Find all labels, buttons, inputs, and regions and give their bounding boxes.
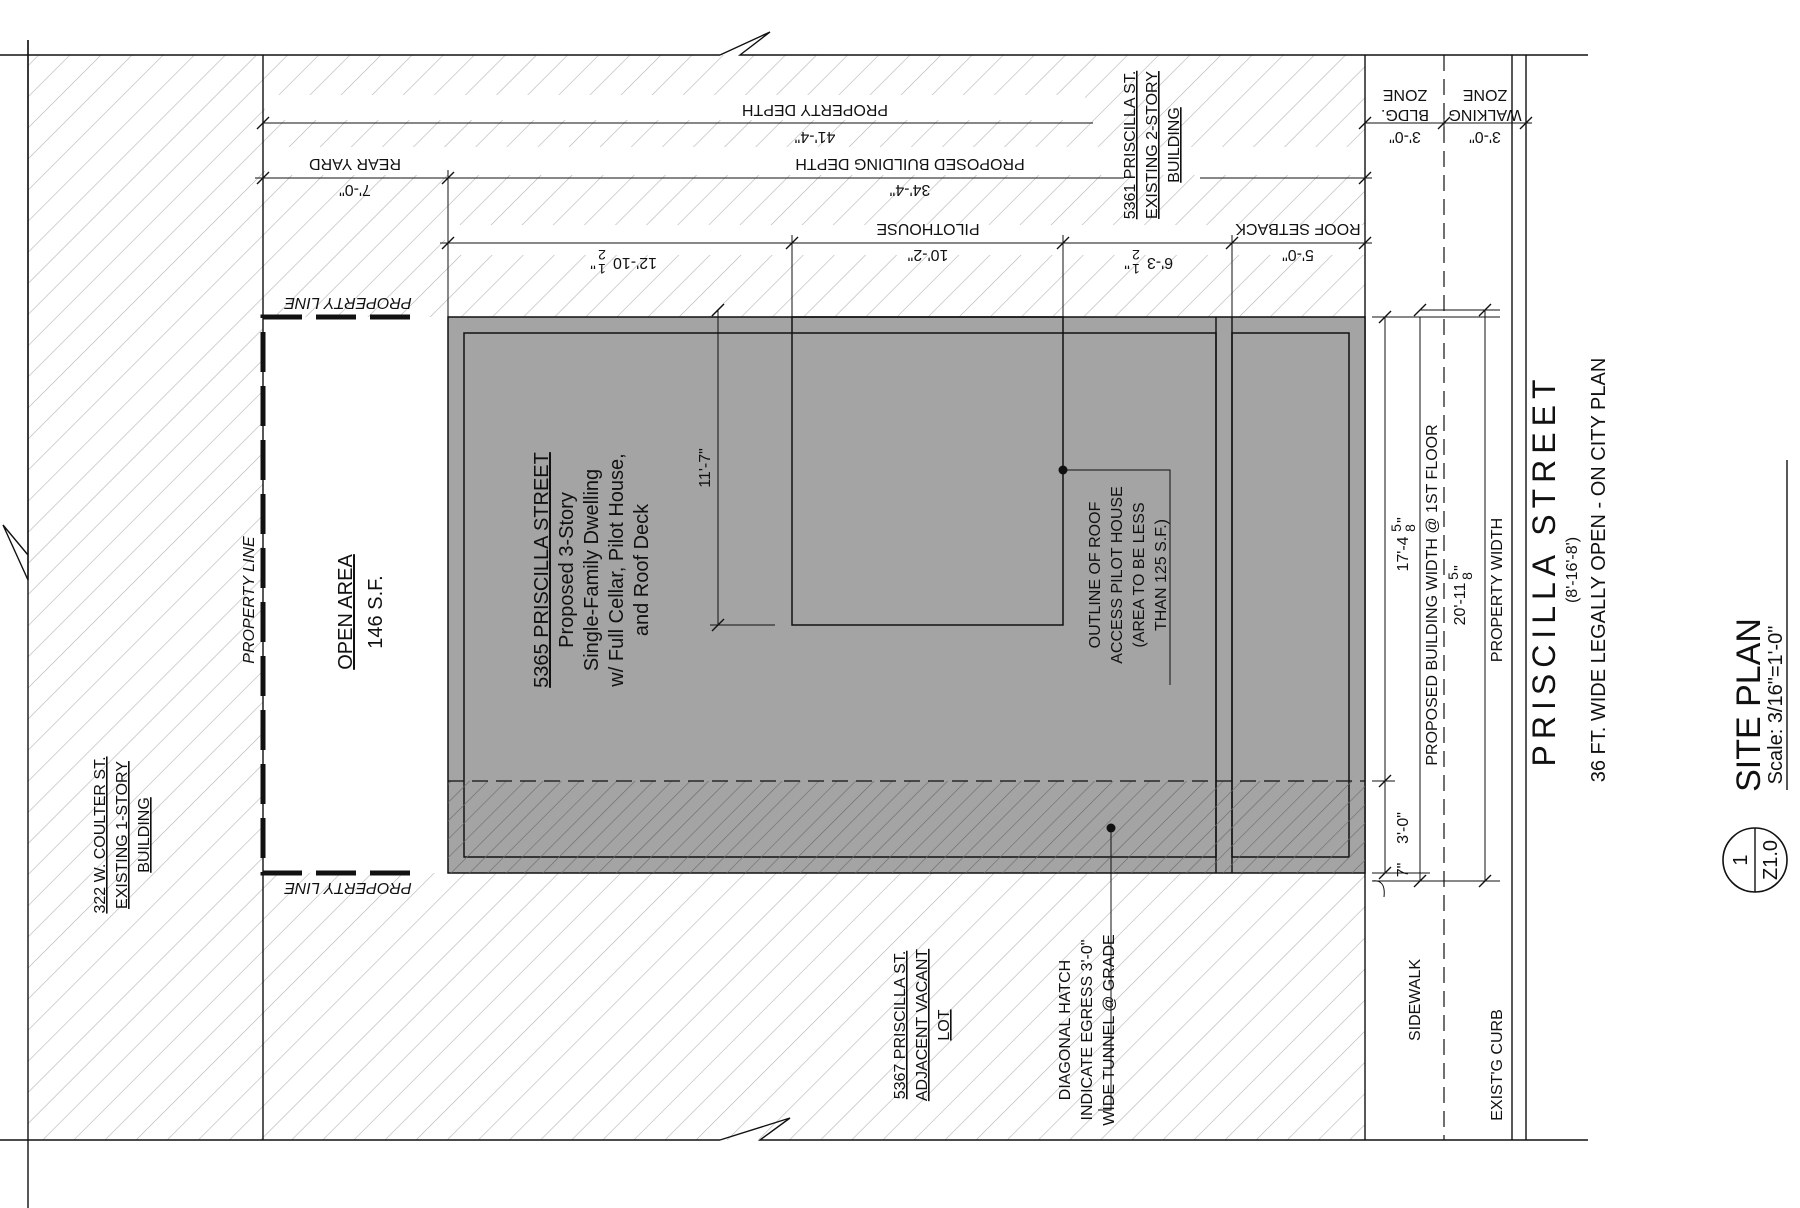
building-depth-value: 34'-4" (890, 181, 931, 198)
open-area: OPEN AREA 146 S.F. (335, 554, 387, 670)
building-width-frac-num: 5 (1388, 524, 1404, 532)
neighbor-top-1: 5361 PRISCILLA ST. (1122, 71, 1139, 220)
neighbor-top-2: EXISTING 2-STORY (1144, 71, 1161, 219)
right-dimension-labels: 17'-4 5 8 " PROPOSED BUILDING WIDTH @ 1S… (1388, 424, 1506, 1120)
property-depth-value: 41'-4" (795, 128, 836, 145)
dimension-lines-top (255, 100, 1533, 318)
open-area-label: OPEN AREA (335, 554, 357, 670)
rear-segment-frac-num: 1 (598, 261, 606, 277)
dimension-lines-right (710, 303, 1500, 898)
neighbor-bottom-2: ADJACENT VACANT (914, 949, 931, 1102)
walking-zone-line1: WALKING (1448, 106, 1521, 123)
building-width-dim: 17'-4 (1395, 536, 1412, 571)
neighbor-top: 5361 PRISCILLA ST. EXISTING 2-STORY BUIL… (1122, 71, 1183, 220)
pilot-note-1: OUTLINE OF ROOF (1087, 501, 1104, 648)
street-label: PRISCILLA STREET (8'-16'-8') 36 FT. WIDE… (1526, 358, 1610, 783)
egress-width-dim: 3'-0" (1395, 812, 1412, 844)
building-desc-3: w/ Full Cellar, Pilot House, (606, 453, 628, 687)
mid-segment-frac-den: 2 (1132, 247, 1140, 263)
building-address: 5365 PRISCILLA STREET (531, 452, 553, 688)
pilothouse-value: 10'-2" (908, 246, 949, 263)
roof-setback-label: ROOF SETBACK (1235, 220, 1361, 237)
pilot-note-4: THAN 125 S.F.) (1153, 519, 1170, 631)
dimension-strip-masks (265, 55, 1588, 1140)
top-dimension-labels: PROPERTY DEPTH 41'-4" PROPOSED BUILDING … (309, 86, 1522, 277)
property-width-unit: " (1452, 565, 1469, 571)
egress-note-1: DIAGONAL HATCH (1057, 960, 1074, 1100)
rear-segment-frac-den: 2 (598, 247, 606, 263)
building-desc-4: and Roof Deck (631, 503, 653, 636)
mid-segment-dim: 6'-3 (1147, 254, 1173, 271)
title-block: 1 Z1.0 SITE PLAN Scale: 3/16"=1'-0" (1722, 460, 1788, 893)
pilot-note-3: (AREA TO BE LESS (1131, 502, 1148, 647)
bldg-zone-line1: BLDG. (1381, 106, 1429, 123)
building-desc-2: Single-Family Dwelling (581, 469, 603, 671)
pilot-outline-note: OUTLINE OF ROOF ACCESS PILOT HOUSE (AREA… (1087, 486, 1170, 664)
leader-lines (1058, 465, 1171, 1111)
walking-zone-dim: 3'-0" (1469, 128, 1501, 145)
property-line-side: PROPERTY LINE (241, 536, 258, 664)
property-line-top: PROPERTY LINE (284, 294, 412, 311)
property-line-labels: PROPERTY LINE PROPERTY LINE PROPERTY LIN… (241, 294, 412, 896)
plan-scale: Scale: 3/16"=1'-0" (1765, 626, 1787, 785)
egress-tunnel-hatch (448, 781, 1365, 873)
pilothouse-label: PILOTHOUSE (876, 220, 979, 237)
rear-segment-dim: 12'-10 (613, 254, 657, 271)
street-note: 36 FT. WIDE LEGALLY OPEN - ON CITY PLAN (1588, 358, 1610, 783)
pilot-note-2: ACCESS PILOT HOUSE (1109, 486, 1126, 664)
property-width-label: PROPERTY WIDTH (1489, 518, 1506, 662)
street-name: PRISCILLA STREET (1526, 374, 1562, 767)
bldg-zone-line2: ZONE (1383, 86, 1427, 103)
egress-note-3: WIDE TUNNEL @ GRADE (1101, 934, 1118, 1125)
property-width-dim: 20'-11 (1452, 583, 1469, 626)
offset-dim: 7" (1395, 863, 1412, 878)
pilot-width-dim: 11'-7" (697, 448, 714, 488)
neighbor-rear: 322 W. COULTER ST. EXISTING 1-STORY BUIL… (92, 756, 153, 913)
plan-title: SITE PLAN (1730, 618, 1768, 792)
rear-yard-value: 7'-0" (339, 181, 371, 198)
bldg-zone-dim: 3'-0" (1389, 128, 1421, 145)
curb-label: EXIST'G CURB (1489, 1009, 1506, 1121)
rear-segment-unit: " (590, 254, 596, 271)
neighbor-bottom-1: 5367 PRISCILLA ST. (892, 951, 909, 1100)
building-description: 5365 PRISCILLA STREET Proposed 3-Story S… (531, 452, 653, 688)
building-width-unit: " (1395, 517, 1412, 523)
sheet-number: Z1.0 (1760, 840, 1782, 880)
neighbor-bottom-3: LOT (936, 1009, 953, 1040)
roof-setback-value: 5'-0" (1282, 246, 1314, 263)
neighbor-rear-3: BUILDING (136, 797, 153, 873)
building-footprint (447, 316, 1366, 874)
property-line-bottom: PROPERTY LINE (284, 879, 412, 896)
neighbor-rear-1: 322 W. COULTER ST. (92, 756, 109, 913)
open-area-boundary (260, 314, 410, 876)
mid-segment-unit: " (1124, 254, 1130, 271)
building-width-frac-den: 8 (1402, 524, 1418, 532)
property-width-frac-den: 8 (1459, 572, 1475, 580)
building-width-label: PROPOSED BUILDING WIDTH @ 1ST FLOOR (1424, 424, 1441, 765)
neighbor-top-3: BUILDING (1166, 107, 1183, 183)
building-depth-label: PROPOSED BUILDING DEPTH (795, 155, 1024, 172)
egress-note-2: INDICATE EGRESS 3'-0" (1079, 940, 1096, 1121)
rear-yard-label: REAR YARD (309, 155, 401, 172)
walking-zone-line2: ZONE (1463, 86, 1507, 103)
open-area-size: 146 S.F. (365, 575, 387, 648)
street-width-range: (8'-16'-8') (1564, 537, 1581, 603)
property-width-frac-num: 5 (1445, 572, 1461, 580)
neighbor-rear-2: EXISTING 1-STORY (114, 761, 131, 909)
detail-number: 1 (1730, 854, 1752, 865)
neighbor-bottom: 5367 PRISCILLA ST. ADJACENT VACANT LOT (892, 949, 953, 1102)
sidewalk-label: SIDEWALK (1407, 959, 1424, 1041)
building-desc-1: Proposed 3-Story (556, 492, 578, 648)
egress-note: DIAGONAL HATCH INDICATE EGRESS 3'-0" WID… (1057, 934, 1118, 1125)
mid-segment-frac-num: 1 (1132, 261, 1140, 277)
site-boundary (0, 31, 1588, 1208)
property-depth-label: PROPERTY DEPTH (742, 101, 888, 118)
